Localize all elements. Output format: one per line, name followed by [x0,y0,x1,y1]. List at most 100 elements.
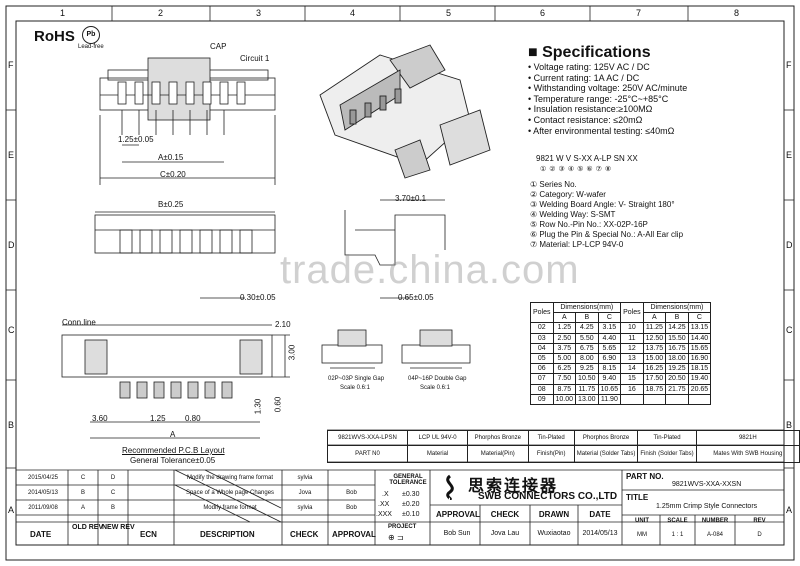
revision-check: sylvia [297,505,313,511]
revision-check: sylvia [297,475,313,481]
dim-cell: 11.25 [642,322,667,334]
part-code: 9821 W V S-XX A-LP SN XX [536,154,638,163]
rev-value: D [757,532,762,538]
dim-cell: 05 [530,352,554,365]
rev-head-old: OLD REV [72,524,104,531]
dim-030: 0.30±0.05 [240,293,276,302]
dim-300: 3.00 [287,344,297,361]
spec-item: • Voltage rating: 125V AC / DC [528,62,650,72]
mat-cell: LCP UL 94V-0 [407,430,469,446]
dim-cell: 6.90 [597,352,622,365]
dim-cell: 15 [620,373,644,385]
signoff-approval-label: APPROVAL [436,510,480,519]
mat-cell: Phorphos Bronze [573,430,639,446]
legend-item: ② Category: W-wafer [530,190,606,199]
project-label: PROJECT [388,524,417,530]
single-gap-label: 02P~03P Single Gap [328,376,385,382]
part-legend: ① Series No. ② Category: W-wafer ③ Weldi… [530,180,683,250]
revision-new: C [110,490,116,496]
dim-cell [687,393,712,405]
mat-cell: Mates With SWB Housing [695,445,800,463]
dim-cell: 15.50 [665,332,689,344]
th-c: C [687,312,712,324]
dim-cell: 12.50 [642,332,667,344]
rev-head-new: NEW REV [102,524,135,531]
row-label-c-right: C [786,325,793,335]
dim-360: 3.60 [92,414,108,423]
company-logo-icon [440,474,460,501]
specs-section: ■ Specifications • Voltage rating: 125V … [528,44,687,136]
dim-210: 2.10 [275,320,291,329]
dim-cell: 18.15 [687,363,712,375]
dim-cell: 14.25 [665,322,689,334]
dim-cell: 10.00 [552,393,577,405]
signoff-drawn: Wuxiaotao [537,530,571,537]
mat-cell: Finish (Solder Tabs) [637,445,697,463]
row-label-c: C [8,325,15,335]
legend-item: ⑤ Row No.-Pin No.: XX-02P-16P [530,220,648,229]
dim-cell: 10.65 [597,383,622,395]
scale-label: SCALE [667,518,688,524]
mat-cell: Material(Pin) [467,445,529,463]
rev-head-check: CHECK [290,530,319,539]
dim-080: 0.80 [185,414,201,423]
dim-cell: 4.40 [597,332,622,344]
dim-cell: 13.75 [642,342,667,354]
dim-cell: 7.50 [552,373,577,385]
th-b: B [665,312,689,324]
th-poles: Poles [620,301,644,324]
unit-value: MM [637,532,647,538]
col-label-7: 7 [636,8,642,18]
row-label-b-right: B [786,420,793,430]
dim-cell: 17.50 [642,373,667,385]
rev-head-desc: DESCRIPTION [200,530,255,539]
revision-desc: Modify the drawing frame format [186,475,274,481]
signoff-approval: Bob Sun [443,530,471,537]
circuit-label: Circuit 1 [240,54,270,63]
material-table: 9821WVS-XXA-LPSN LCP UL 94V-0 Phorphos B… [326,430,800,463]
number-value: A-084 [706,532,723,538]
dim-cell [620,393,644,405]
revision-old: B [80,490,85,496]
dim-b: B±0.25 [158,200,184,209]
dim-cell: 20.65 [687,383,712,395]
dim-cell: 16 [620,383,644,395]
dim-a: A±0.15 [158,153,184,162]
spec-item: • Temperature range: -25°C~+85°C [528,93,669,104]
dim-cell: 11.90 [597,393,622,405]
legend-item: ⑦ Material: LP-LCP 94V-0 [530,240,624,249]
col-label-5: 5 [446,8,452,18]
mat-cell: Material [407,445,469,463]
col-label-2: 2 [158,8,164,18]
revision-desc: Space of a Whole page Changes [185,490,275,496]
end-view-drawing [344,199,446,299]
dim-cell: 3.15 [597,322,622,334]
mat-cell: PART N0 [326,445,409,463]
dim-cell: 15.65 [687,342,712,354]
dim-125: 1.25 [150,414,166,423]
dim-cell: 13.00 [575,393,599,405]
dim-cell: 02 [530,322,554,334]
dim-pitch: 1.25±0.05 [118,135,154,144]
rohs-label: RoHS [34,28,75,45]
revision-date: 2011/09/08 [28,505,58,511]
revision-old: C [80,475,86,481]
dim-cell: 16.90 [687,352,712,365]
rev-head-approval: APPROVAL [332,530,376,539]
spec-item: • Insulation resistance:≥100MΩ [528,104,653,115]
row-label-d-right: D [786,240,793,250]
dim-c: C±0.20 [160,170,186,179]
scale-value: 1 : 1 [671,532,684,538]
dim-cell: 12 [620,342,644,354]
dimension-table: Poles Dimensions(mm) Poles Dimensions(mm… [530,301,712,405]
dim-cell: 2.50 [552,332,577,344]
single-gap-scale: Scale 0.6:1 [340,385,371,391]
signoff-check: Jova Lau [490,530,520,537]
mat-cell: 9821WVS-XXA-LPSN [326,430,409,446]
revision-check: Jova [298,490,312,496]
